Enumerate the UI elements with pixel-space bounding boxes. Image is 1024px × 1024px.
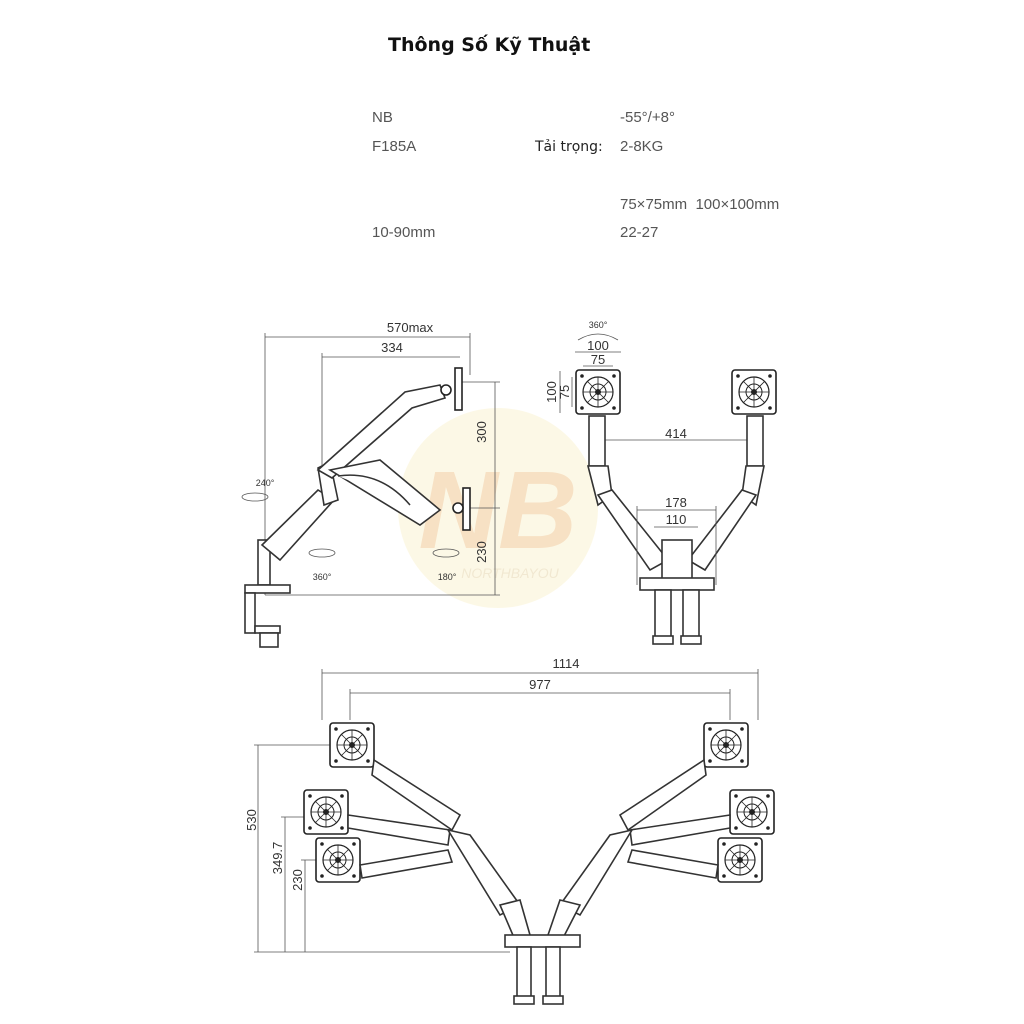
front-span: 414 [665,426,687,441]
rot-180: 180° [438,572,457,582]
page-title: Thông Số Kỹ Thuật [388,34,591,56]
front-view: 360° 100 75 100 75 414 178 110 [544,320,777,645]
dim-max-reach: 570max [387,320,434,335]
spec-screen-size: 22-27 [620,224,659,241]
side-monitor-plate-upper [454,367,463,411]
front-vesa-75-w: 75 [591,352,605,367]
dim-height-lower: 230 [474,541,489,563]
spec-load: 2-8KG [620,138,664,155]
spec-tilt: -55°/+8° [620,109,675,126]
spec-vesa: 75×75mm 100×100mm [620,196,780,213]
front-base-178: 178 [665,495,687,510]
top-height-530: 530 [244,809,259,831]
side-view: 570max 334 300 230 240° 360° [241,320,500,648]
front-vesa-100-w: 100 [587,338,609,353]
front-base-110: 110 [666,512,687,527]
rot-360: 360° [313,572,332,582]
spec-load-label: Tải trọng: [535,139,603,155]
dim-reach: 334 [381,340,403,355]
top-view: 1114 977 530 349.7 230 [244,656,775,1005]
front-vesa-75-h: 75 [557,385,572,399]
spec-desk-thickness: 10-90mm [372,224,436,241]
side-monitor-plate-lower [462,487,471,531]
watermark-logo-text: NB [419,449,578,572]
front-vesa-100-h: 100 [544,381,559,403]
top-width-total: 1114 [553,656,580,671]
dim-height-upper: 300 [474,421,489,443]
top-height-349: 349.7 [270,842,285,875]
watermark-brand-text: NORTHBAYOU [461,565,559,581]
spec-model: F185A [372,138,417,155]
rot-240: 240° [256,478,275,488]
front-rot-360: 360° [589,320,608,330]
spec-brand: NB [372,109,393,126]
top-height-230: 230 [290,869,305,891]
top-width-inner: 977 [529,677,551,692]
